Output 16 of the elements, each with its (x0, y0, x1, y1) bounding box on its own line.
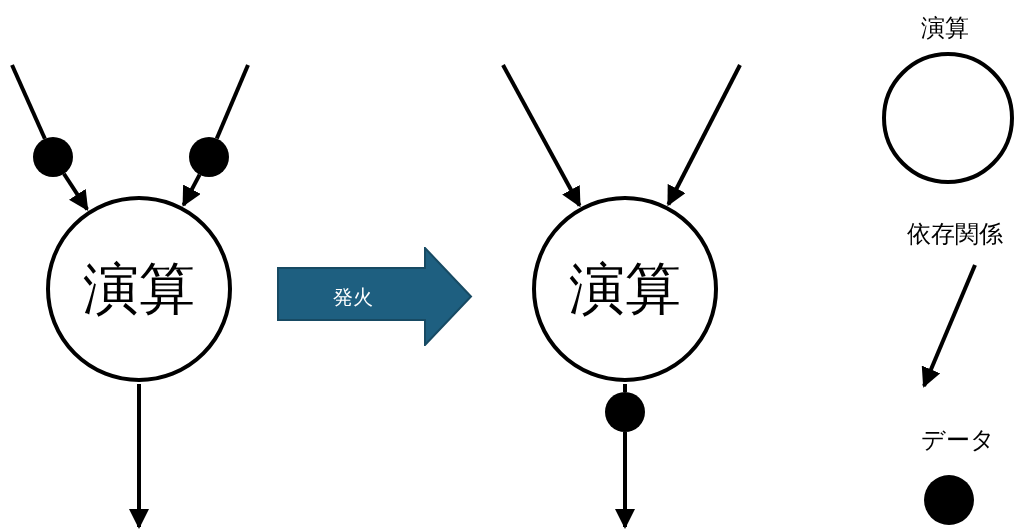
data-token-dot (33, 137, 73, 177)
dependency-arrow (666, 64, 742, 207)
dependency-arrow (501, 64, 582, 208)
operation-label: 演算 (569, 261, 681, 317)
block-arrow (277, 247, 473, 346)
dependency-arrow (181, 173, 202, 207)
data-token-dot (605, 392, 645, 432)
operation-label: 演算 (83, 261, 195, 317)
dependency-arrow (615, 432, 635, 529)
arrow-label: 発火 (333, 286, 373, 307)
legend-label: 演算 (921, 13, 969, 44)
dependency-arrow (62, 172, 89, 212)
legend-label: 依存関係 (907, 219, 1003, 250)
legend-label: データ (921, 425, 995, 456)
data-token-dot (189, 137, 229, 177)
dependency-arrow (129, 384, 149, 529)
